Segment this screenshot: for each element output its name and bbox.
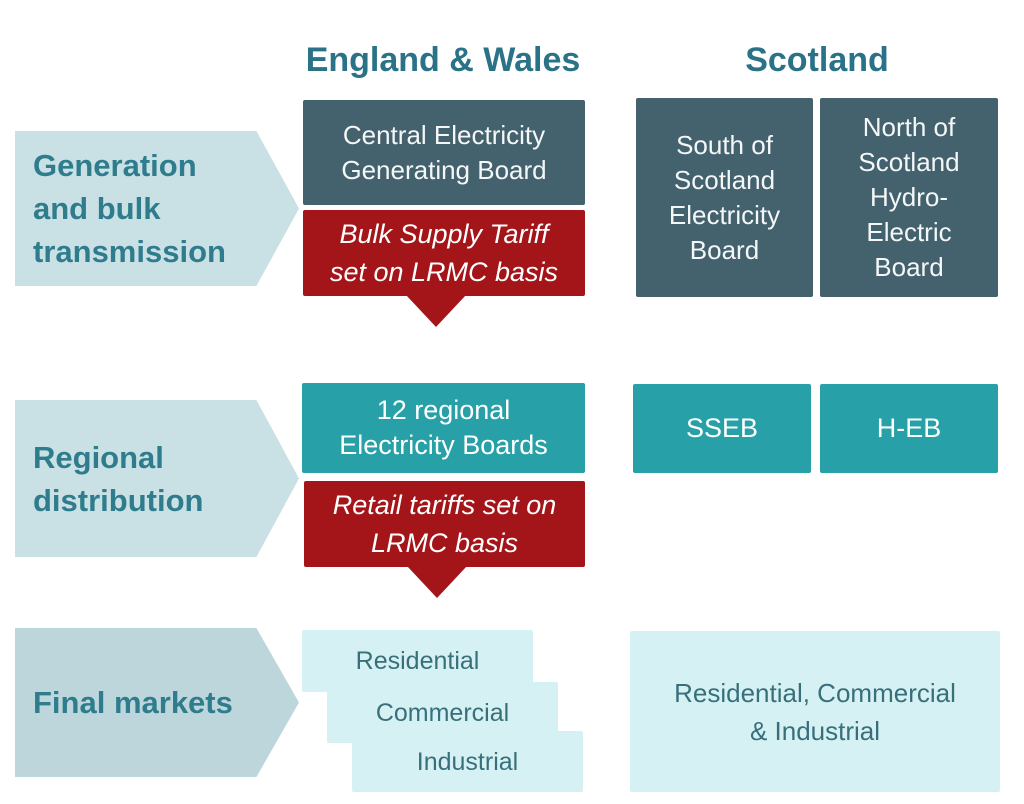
residential-market-box: Residential [302,630,533,692]
heb-label: H-EB [876,413,942,443]
scotland-final-markets-box: Residential, Commercial& Industrial [630,631,1000,792]
sseb-label: SSEB [685,413,759,443]
stage-arrow-final-markets: Final markets [15,628,299,777]
down-arrow-icon [406,566,467,598]
industrial-market-label: Industrial [416,747,519,776]
commercial-market-label: Commercial [375,698,510,727]
down-arrow-icon [406,295,466,327]
residential-market-label: Residential [355,647,480,675]
industrial-market-box: Industrial [352,731,583,792]
heb-box: H-EB [820,384,998,473]
sseb-box: SSEB [633,384,811,473]
scotland-final-markets-label: Residential, Commercial& Industrial [674,677,956,746]
stage-label-final-markets: Final markets [33,685,233,720]
column-header-england-wales: England & Wales [305,40,581,79]
column-header-scotland: Scotland [745,40,889,79]
